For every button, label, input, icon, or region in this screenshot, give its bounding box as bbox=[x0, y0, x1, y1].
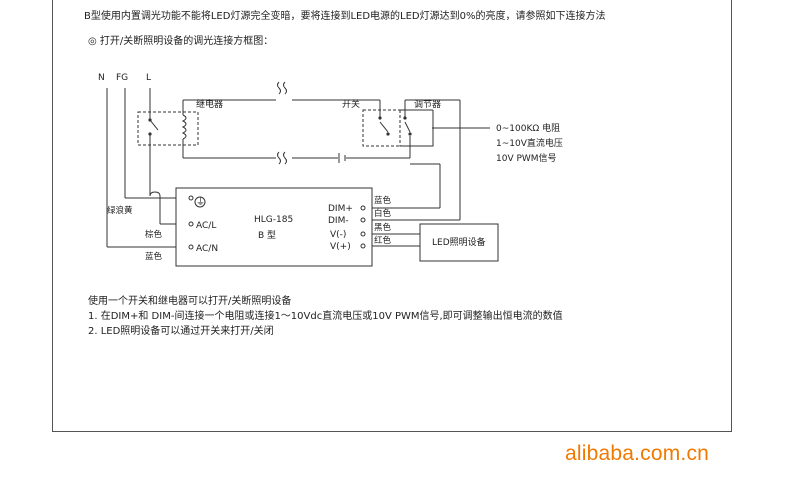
wire-blue-left: 蓝色 bbox=[145, 251, 163, 262]
wire-white: 白色 bbox=[374, 208, 392, 219]
note-2: 2. LED照明设备可以通过开关来打开/关闭 bbox=[88, 326, 274, 337]
wire-blue-right: 蓝色 bbox=[374, 195, 392, 206]
ground-icon: ⏚ bbox=[196, 197, 205, 208]
driver-vneg: V(-) bbox=[330, 230, 346, 240]
terminal-fg: FG bbox=[116, 73, 128, 83]
wire-green-yellow: 绿浪黄 bbox=[107, 205, 133, 216]
driver-dimm: DIM- bbox=[328, 216, 349, 226]
relay-label: 继电器 bbox=[196, 98, 223, 110]
wire-red: 红色 bbox=[374, 235, 392, 246]
driver-type: B 型 bbox=[258, 230, 276, 241]
driver-vpos: V(+) bbox=[330, 242, 351, 252]
dimmer-option-pwm: 10V PWM信号 bbox=[496, 152, 557, 164]
wiring-diagram: N FG L 继电器 开关 调节器 0~100KΩ 电阻 1~10V直流电压 1… bbox=[98, 73, 563, 267]
driver-acl: AC/L bbox=[196, 221, 216, 231]
intro-text: B型使用内置调光功能不能将LED灯源完全变暗，要将连接到LED电源的LED灯源达… bbox=[84, 11, 606, 22]
note-summary: 使用一个开关和继电器可以打开/关断照明设备 bbox=[88, 296, 292, 307]
dimmer-option-resistor: 0~100KΩ 电阻 bbox=[496, 122, 560, 134]
terminal-l: L bbox=[146, 73, 151, 83]
wire-black: 黑色 bbox=[374, 222, 392, 233]
switch-label: 开关 bbox=[342, 98, 360, 110]
content-frame bbox=[52, 0, 732, 432]
driver-acn: AC/N bbox=[196, 244, 218, 254]
driver-dimp: DIM+ bbox=[328, 204, 353, 214]
note-1: 1. 在DIM+和 DIM-间连接一个电阻或连接1～10Vdc直流电压或10V … bbox=[88, 311, 563, 322]
dimmer-option-voltage: 1~10V直流电压 bbox=[496, 137, 563, 149]
diagram-caption: ◎ 打开/关断照明设备的调光连接方框图： bbox=[88, 36, 274, 47]
terminal-n: N bbox=[98, 73, 105, 83]
watermark-logo: alibaba.com.cn bbox=[565, 442, 710, 465]
dimmer-label: 调节器 bbox=[414, 99, 441, 110]
wire-brown: 棕色 bbox=[145, 229, 163, 240]
led-device-label: LED照明设备 bbox=[432, 236, 486, 248]
driver-model: HLG-185 bbox=[254, 215, 293, 225]
